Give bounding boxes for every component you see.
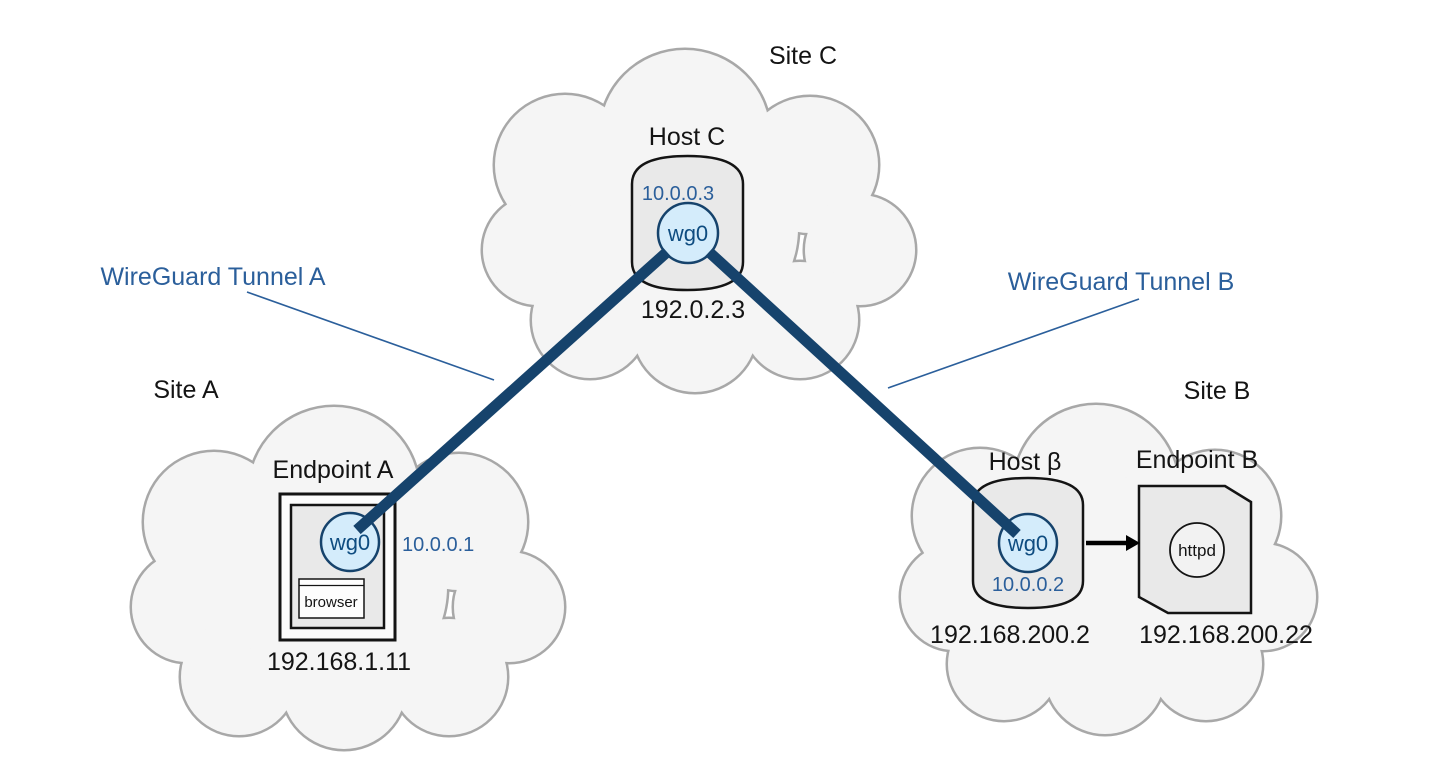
- lan-traffic-arrow-head: [1126, 535, 1140, 551]
- browser-label: browser: [304, 594, 357, 611]
- site-b-label: Site B: [1184, 377, 1251, 405]
- tunnel-a-leader-line: [246, 291, 495, 381]
- host-c-label: Host C: [649, 123, 725, 151]
- httpd-service-icon: [1169, 522, 1225, 578]
- tunnel-b-line: [705, 247, 1021, 539]
- tunnel-b-leader-line: [887, 298, 1140, 389]
- endpoint-b-lan-ip-label: 192.168.200.22: [1139, 621, 1313, 649]
- site-c-label: Site C: [769, 42, 837, 70]
- tunnel-a-label: WireGuard Tunnel A: [100, 263, 325, 291]
- host-c-wg0-label: wg0: [667, 221, 708, 246]
- host-c-wg0-interface-icon: [656, 201, 720, 265]
- host-beta-label: Host β: [989, 448, 1062, 476]
- endpoint-a-lan-ip-label: 192.168.1.11: [267, 648, 411, 676]
- endpoint-a-label: Endpoint A: [273, 456, 394, 484]
- host-c-public-ip-label: 192.0.2.3: [641, 296, 745, 324]
- host-beta-wg0-label: wg0: [1007, 531, 1048, 556]
- endpoint-a-wg0-label: wg0: [329, 530, 370, 555]
- httpd-label: httpd: [1178, 541, 1216, 560]
- tunnel-b-label: WireGuard Tunnel B: [1008, 268, 1235, 296]
- site-a-label: Site A: [153, 376, 219, 404]
- endpoint-a-tunnel-ip-label: 10.0.0.1: [402, 534, 474, 556]
- host-c-tunnel-ip-label: 10.0.0.3: [642, 183, 714, 205]
- endpoint-b-label: Endpoint B: [1136, 446, 1258, 474]
- tunnel-a-line: [353, 247, 671, 535]
- host-beta-lan-ip-label: 192.168.200.2: [930, 621, 1090, 649]
- host-beta-tunnel-ip-label: 10.0.0.2: [992, 574, 1064, 596]
